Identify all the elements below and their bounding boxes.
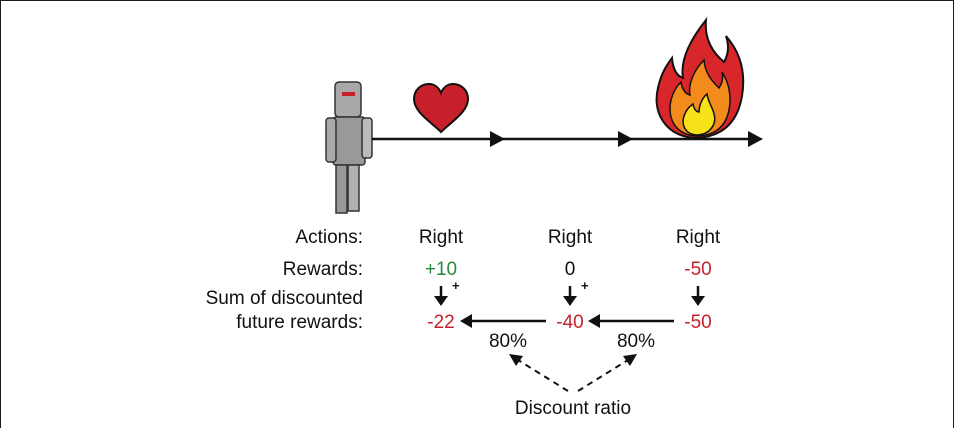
down-arrow-icon: [563, 286, 577, 306]
left-arrow-icon: [588, 314, 674, 328]
action-1: Right: [419, 227, 464, 248]
timeline-arrow: [372, 131, 763, 147]
discount-pct-right: 80%: [617, 331, 655, 352]
actions-row-label: Actions:: [295, 227, 363, 248]
down-arrow-icon: [691, 286, 705, 306]
action-3: Right: [676, 227, 721, 248]
reward-2: 0: [565, 259, 576, 280]
discount-ratio-label: Discount ratio: [515, 398, 631, 419]
robot-agent-icon: [325, 81, 373, 214]
sum-1: -22: [427, 312, 454, 333]
sum-row-label-line2: future rewards:: [236, 312, 363, 333]
plus-sign-1: +: [452, 278, 460, 293]
discount-pct-left: 80%: [489, 331, 527, 352]
sum-2: -40: [556, 312, 583, 333]
down-arrow-icon: [434, 286, 448, 306]
reward-3: -50: [684, 259, 711, 280]
action-2: Right: [548, 227, 593, 248]
heart-icon: [412, 82, 470, 134]
rewards-row-label: Rewards:: [283, 259, 363, 280]
reward-1: +10: [425, 259, 457, 280]
dashed-arrow-left: [509, 354, 569, 392]
sum-row-label-line1: Sum of discounted: [206, 288, 363, 309]
left-arrow-icon: [460, 314, 546, 328]
fire-icon: [655, 16, 745, 140]
dashed-arrow-right: [577, 354, 637, 392]
sum-3: -50: [684, 312, 711, 333]
plus-sign-2: +: [581, 278, 589, 293]
